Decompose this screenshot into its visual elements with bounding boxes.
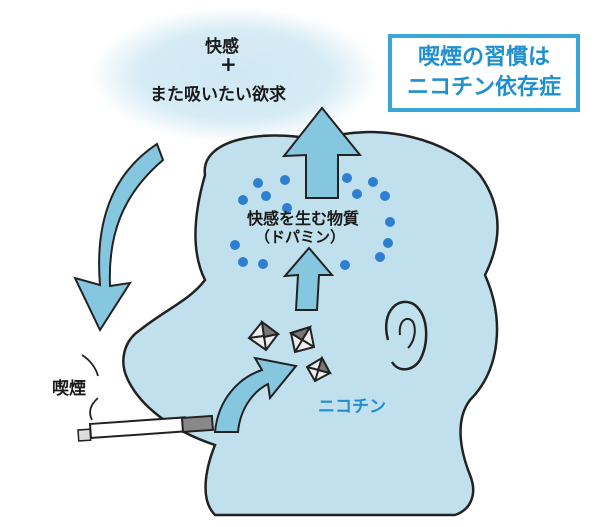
dopamine-dot [385, 217, 395, 227]
nicotine-label: ニコチン [318, 397, 386, 417]
dopamine-dot [258, 259, 268, 269]
dopamine-dots [230, 173, 395, 270]
plus-sign: + [220, 52, 237, 76]
pleasure-label: 快感 [205, 37, 239, 57]
nicotine-crystal [305, 355, 332, 383]
pleasure-glow [90, 7, 380, 143]
arrow-up-large [281, 106, 363, 199]
smoke-squiggle-top [81, 354, 99, 377]
smoke-squiggle-bottom [89, 397, 99, 421]
dopamine-dot [383, 238, 393, 248]
dopamine-dot [238, 257, 248, 267]
dopamine-name: （ドパミン） [255, 228, 346, 246]
title-box: 喫煙の習慣は ニコチン依存症 [388, 34, 580, 112]
title-line-2: ニコチン依存症 [406, 75, 561, 100]
dopamine-dot [340, 260, 350, 270]
nicotine-crystal [288, 325, 316, 354]
ear-inner [398, 317, 416, 349]
title-line-1: 喫煙の習慣は [417, 45, 550, 70]
dopamine-dot [282, 203, 292, 213]
arrow-up-small [282, 246, 335, 311]
dopamine-label: 快感を生む物質 [247, 209, 360, 228]
dopamine-dot [280, 175, 290, 185]
arrow-cigarette-to-nicotine [213, 356, 298, 433]
dopamine-dot [375, 252, 385, 262]
dopamine-dot [352, 189, 362, 199]
curved-arrow-left [73, 142, 165, 333]
craving-label: また吸いたい欲求 [150, 85, 286, 105]
dopamine-dot [238, 195, 248, 205]
dopamine-dot [380, 191, 390, 201]
dopamine-dot [342, 173, 352, 183]
smoking-label: 喫煙 [52, 379, 86, 399]
ear [385, 300, 428, 371]
dopamine-dot [230, 240, 240, 250]
dopamine-dot [253, 178, 263, 188]
nicotine-crystals [247, 319, 332, 383]
dopamine-dot [261, 191, 271, 201]
dopamine-dot [368, 177, 378, 187]
cigarette [77, 414, 214, 442]
nicotine-crystal [247, 319, 281, 352]
